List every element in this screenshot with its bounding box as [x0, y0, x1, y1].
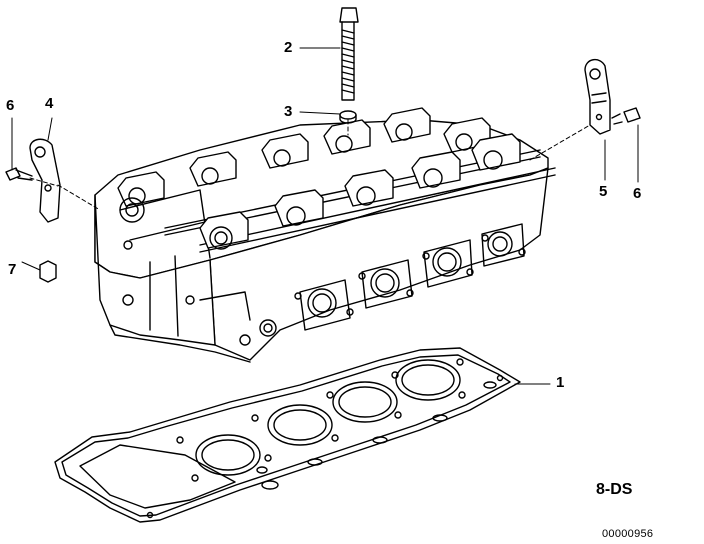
callout-6-right: 6: [633, 185, 642, 202]
callout-6-left: 6: [6, 97, 15, 114]
bracket-bolt-left: [5, 167, 33, 181]
callout-7: 7: [8, 261, 17, 278]
cylinder-head-gasket: [54, 347, 521, 523]
callout-3: 3: [284, 103, 293, 120]
image-number: 00000956: [602, 528, 654, 540]
leader-lines: [11, 47, 639, 385]
callout-4: 4: [45, 95, 54, 112]
camshaft-bearing-caps: [117, 107, 521, 250]
nut: [39, 260, 57, 283]
callout-1: 1: [556, 374, 565, 391]
diagram-reference-code: 8-DS: [596, 481, 633, 498]
callout-5: 5: [599, 183, 608, 200]
bracket-bolt-right: [611, 107, 641, 125]
lifting-bracket-left: [29, 138, 61, 223]
washer: [339, 110, 357, 124]
head-bolt: [339, 7, 359, 101]
callout-2: 2: [284, 39, 293, 56]
lifting-bracket-right: [584, 59, 611, 135]
